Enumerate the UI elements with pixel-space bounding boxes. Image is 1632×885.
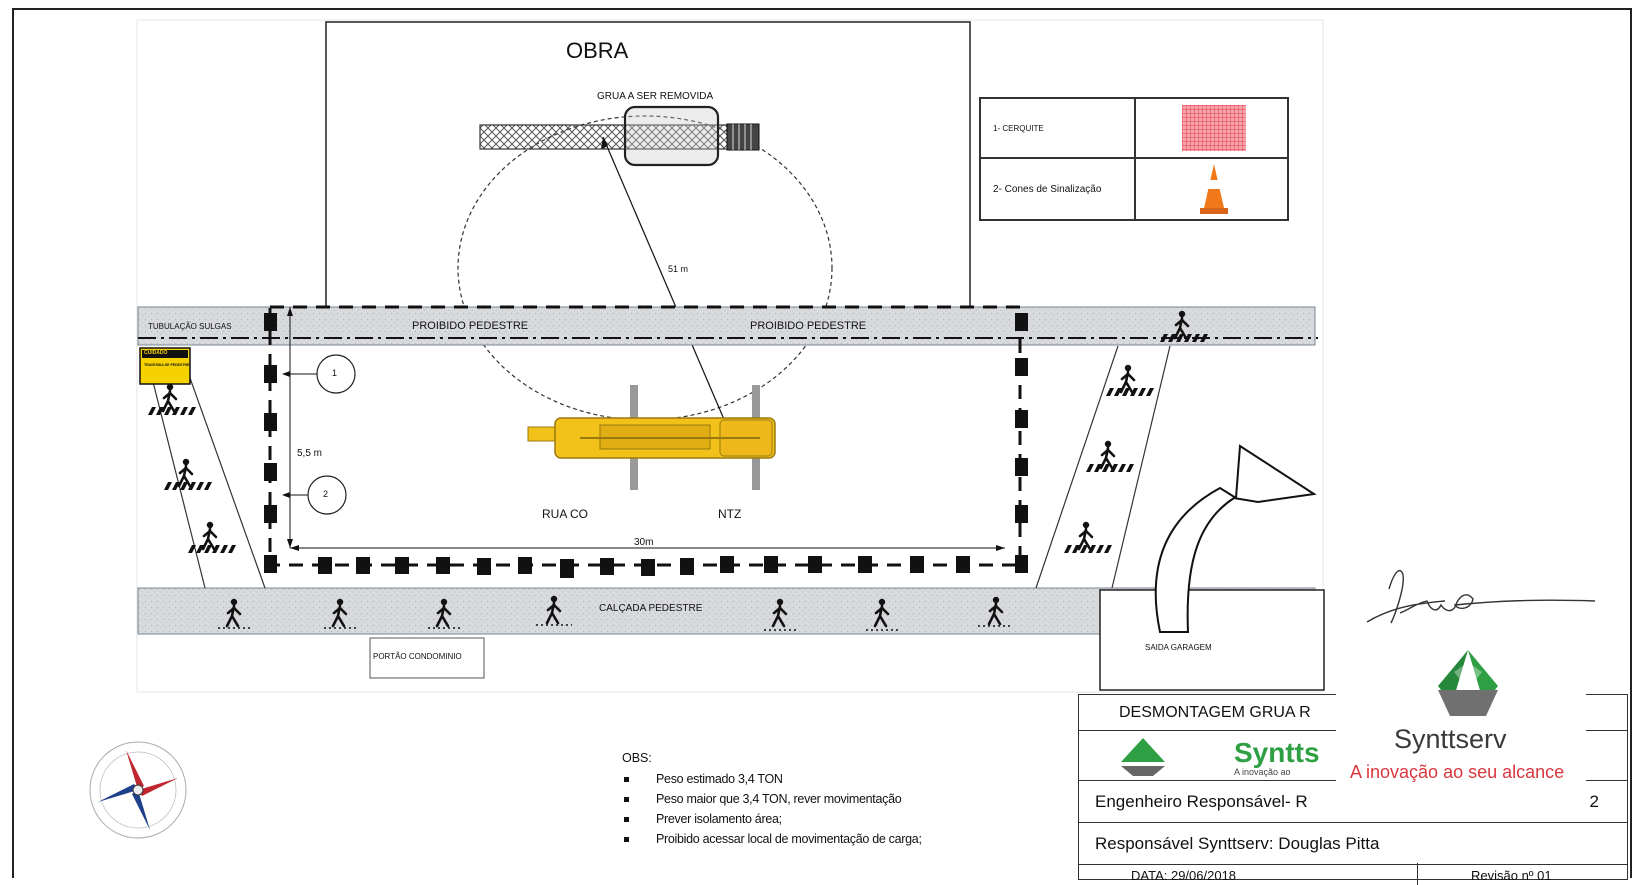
company-stamp: Synttserv A inovação ao seu alcance [1336, 632, 1586, 812]
mobile-crane [527, 385, 776, 490]
obs-item: Peso maior que 3,4 TON, rever movimentaç… [622, 789, 922, 809]
engineer-row: Engenheiro Responsável- R 2 [1079, 781, 1627, 823]
legend-label: 2- Cones de Sinalização [981, 159, 1136, 219]
signature [1366, 569, 1596, 624]
sidewalk-crossings [218, 624, 1012, 631]
company-tagline: A inovação ao [1234, 767, 1291, 777]
caution-sign-title: CUIDADO [144, 350, 168, 356]
obs-item: Proibido acessar local de movimentação d… [622, 829, 922, 849]
observations: OBS: Peso estimado 3,4 TON Peso maior qu… [622, 751, 922, 849]
company-name: Syntts [1234, 737, 1320, 768]
road-edges [149, 345, 1171, 589]
date-row: DATA: 29/06/2018 Revisão nº 01 [1079, 863, 1627, 885]
legend-label: 1- CERQUITE [981, 99, 1136, 157]
width-label: 5,5 m [297, 448, 323, 459]
revision-label: Revisão nº 01 [1471, 867, 1552, 883]
legend-row-fence: 1- CERQUITE [981, 99, 1287, 159]
engineer-label: Engenheiro Responsável- R [1095, 791, 1308, 811]
condo-gate-box [369, 637, 485, 679]
upper-sidewalk [137, 306, 1316, 346]
obs-item: Prever isolamento área; [622, 809, 922, 829]
gate-label: PORTÃO CONDOMINIO [373, 652, 462, 661]
legend-row-cones: 2- Cones de Sinalização [981, 159, 1287, 219]
engineer-tail: 2 [1589, 791, 1599, 811]
no-pedestrian-label-right: PROIBIDO PEDESTRE [750, 320, 867, 332]
crane-label: GRUA A SER REMOVIDA [597, 91, 714, 102]
garage-exit-label: SAIDA GARAGEM [1145, 643, 1212, 652]
marker-1-label: 1 [332, 368, 338, 378]
legend-table: 1- CERQUITE 2- Cones de Sinalização [979, 97, 1289, 221]
stamp-company-name: Synttserv [1394, 724, 1507, 754]
obs-item: Peso estimado 3,4 TON [622, 769, 922, 789]
responsible-row: Responsável Synttserv: Douglas Pitta [1079, 823, 1627, 865]
garage-exit-arrow [1154, 444, 1317, 633]
radius-label: 51 m [668, 264, 689, 274]
obs-heading: OBS: [622, 751, 652, 765]
marker-2-label: 2 [323, 489, 329, 499]
fence-icon [1136, 99, 1291, 157]
stamp-tagline: A inovação ao seu alcance [1350, 762, 1565, 782]
site-title: OBRA [566, 38, 629, 63]
signal-cones [264, 313, 1028, 578]
gas-pipe-label: TUBULAÇÃO SULGAS [148, 322, 232, 331]
company-logo-icon [1121, 737, 1165, 776]
length-label: 30m [634, 537, 654, 548]
date-label: DATA: 29/06/2018 [1131, 867, 1237, 883]
street-label-right: NTZ [718, 507, 742, 521]
sidewalk-label: CALÇADA PEDESTRE [599, 603, 703, 614]
no-pedestrian-label-left: PROIBIDO PEDESTRE [412, 320, 529, 332]
drawing-title: DESMONTAGEM GRUA R [1119, 703, 1311, 721]
caution-sign-text: TRAVESSIA DE PEDESTRE [144, 363, 190, 367]
garage-exit-box [1099, 589, 1325, 691]
compass-rose-icon [68, 741, 208, 839]
radius-line [602, 136, 733, 439]
traffic-cone-icon [1136, 159, 1291, 219]
drawing-frame [12, 8, 1632, 878]
caution-sign [139, 347, 191, 385]
responsible-label: Responsável Synttserv: Douglas Pitta [1095, 833, 1380, 853]
street-label-left: RUA CO [542, 507, 589, 521]
